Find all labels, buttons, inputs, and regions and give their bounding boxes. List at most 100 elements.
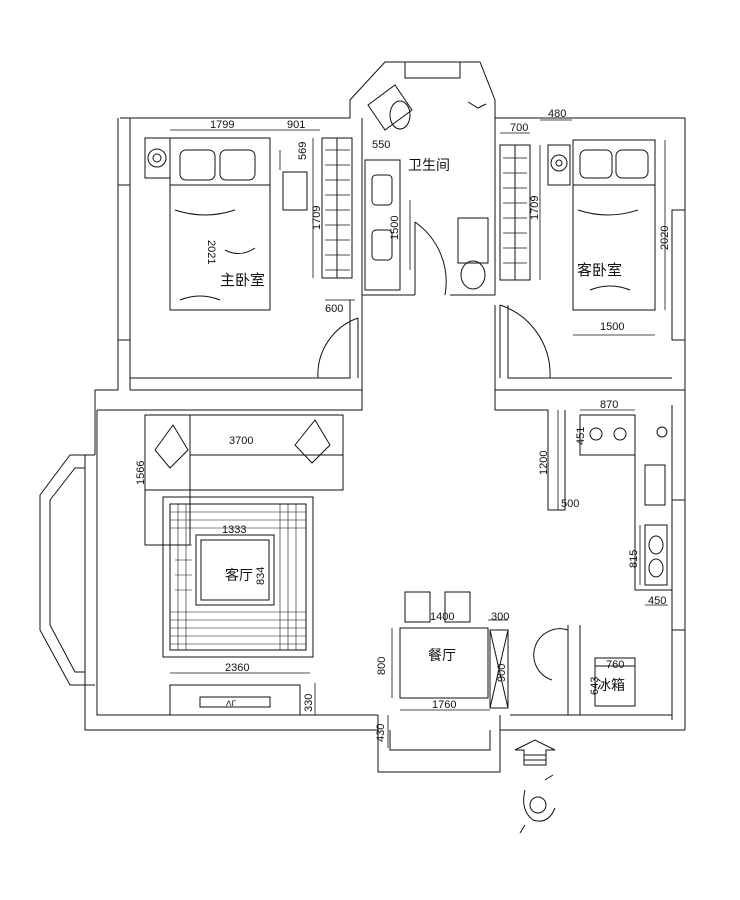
dim-834: 834 — [255, 567, 267, 585]
kitchen-accessory — [656, 426, 668, 438]
guest-nightstand — [547, 144, 571, 186]
rug-pattern — [170, 504, 306, 650]
room-label-fridge: 冰箱 — [597, 678, 625, 694]
dining-cabinet — [489, 629, 509, 709]
toilet-tank — [457, 217, 489, 264]
entrance-step — [389, 730, 491, 751]
tv-cabinet — [169, 684, 301, 716]
master-right-wall — [130, 118, 363, 391]
dim-1566: 1566 — [135, 461, 147, 485]
toilet-bowl — [460, 260, 486, 290]
guest-window — [671, 209, 686, 341]
room-label-dining: 餐厅 — [428, 648, 456, 664]
entrance-arrow — [514, 739, 556, 766]
dim-1709-left: 1709 — [311, 206, 323, 230]
dim-451: 451 — [575, 427, 587, 445]
shower-icon — [389, 100, 411, 130]
vanity — [364, 159, 401, 291]
tv-label: ᐱᒥ — [226, 699, 236, 708]
guest-pillow-2 — [615, 149, 649, 179]
guest-pillow-1 — [579, 149, 613, 179]
dim-569: 569 — [297, 142, 309, 160]
pillow-1 — [179, 149, 216, 181]
dim-1400: 1400 — [430, 611, 454, 623]
kitchen-sink — [644, 524, 668, 586]
dim-2020: 2020 — [659, 226, 671, 250]
dim-2021: 2021 — [205, 240, 217, 264]
bed-sheet-lines — [174, 209, 256, 301]
pillow-2 — [219, 149, 256, 181]
sofa — [144, 414, 344, 491]
person-icon — [529, 796, 547, 814]
kitchen-fixtures — [579, 414, 672, 707]
bay-window-inner — [49, 467, 85, 673]
living-rug — [162, 496, 314, 658]
guest-bed — [572, 139, 656, 311]
doors — [317, 221, 569, 681]
burner-1 — [589, 427, 603, 441]
shower-tray — [367, 84, 413, 131]
dim-760: 760 — [606, 659, 624, 671]
dim-643: 643 — [589, 677, 601, 695]
fridge-box — [594, 657, 636, 707]
room-label-master: 主卧室 — [220, 271, 265, 289]
master-door — [317, 317, 359, 379]
guest-wardrobe-hangers — [503, 157, 527, 264]
sofa-cushion-1 — [154, 424, 189, 469]
master-window — [117, 184, 131, 341]
kitchen-partition — [547, 410, 566, 511]
guest-door — [499, 304, 551, 379]
dim-901: 901 — [287, 119, 305, 131]
room-label-living: 客厅 — [225, 567, 253, 584]
kitchen-door-arc — [533, 628, 569, 681]
dim-1500-bath: 1500 — [389, 216, 401, 240]
dim-550: 550 — [372, 139, 390, 151]
bath-door — [414, 221, 447, 296]
bath-fixtures — [364, 84, 489, 291]
dim-450: 450 — [648, 595, 666, 607]
dim-700: 700 — [510, 122, 528, 134]
kitchen-top-wall — [494, 390, 548, 411]
left-lower-wall — [84, 455, 378, 731]
chair-1 — [404, 591, 431, 623]
entrance-recess — [377, 715, 501, 773]
dim-330: 330 — [303, 694, 315, 712]
guest-furniture — [499, 139, 656, 311]
sofa-cushion-2 — [294, 419, 331, 464]
living-top-wall — [97, 390, 363, 411]
dim-1709-right: 1709 — [529, 196, 541, 220]
bath-right-wall — [450, 118, 496, 296]
bath-accessory — [467, 101, 487, 109]
dim-300: 300 — [491, 611, 509, 623]
tv — [199, 696, 271, 708]
dim-500: 500 — [561, 498, 579, 510]
left-upper-wall — [94, 118, 119, 455]
oven — [644, 464, 666, 506]
chair-2 — [444, 591, 471, 623]
counter-edge — [580, 454, 672, 591]
entrance-marker — [514, 739, 556, 834]
dim-430: 430 — [375, 724, 387, 742]
dim-1799: 1799 — [210, 119, 234, 131]
room-label-guest: 客卧室 — [577, 261, 622, 279]
master-nightstand — [144, 137, 171, 179]
dim-1333: 1333 — [222, 524, 246, 536]
living-furniture — [144, 414, 344, 716]
dining-table — [399, 627, 489, 699]
room-label-bathroom: 卫生间 — [408, 158, 450, 174]
master-inner-wall — [130, 300, 351, 379]
coffee-table — [195, 534, 275, 606]
master-lamp-icon — [147, 148, 167, 168]
dim-815: 815 — [628, 550, 640, 568]
dim-2360: 2360 — [225, 662, 249, 674]
walls — [39, 61, 686, 773]
dim-480: 480 — [548, 108, 566, 120]
dim-800: 800 — [376, 657, 388, 675]
dining-furniture — [399, 591, 509, 709]
burner-2 — [613, 427, 627, 441]
dim-900: 900 — [496, 664, 508, 682]
master-desk — [282, 171, 308, 211]
sink-2 — [371, 229, 393, 261]
master-bed — [169, 137, 271, 311]
